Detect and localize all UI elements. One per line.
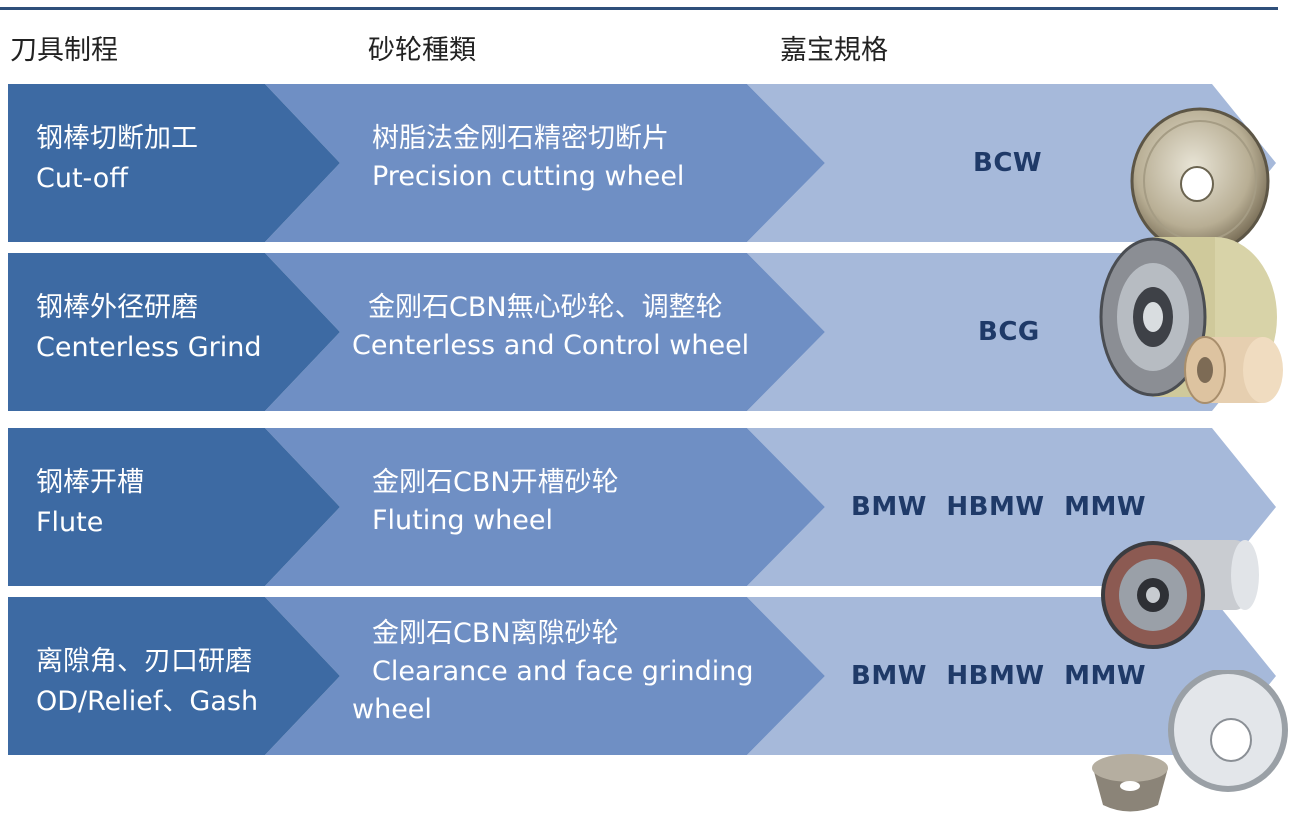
- spec-codes: BMW HBMW MMW: [851, 492, 1147, 522]
- row-arrows: [8, 84, 1276, 242]
- spec-codes: BMW HBMW MMW: [851, 661, 1147, 691]
- row-arrows: [8, 428, 1276, 586]
- process-zh: 钢棒切断加工: [36, 123, 198, 154]
- top-rule: [0, 7, 1278, 10]
- row-arrows: [8, 597, 1276, 755]
- process-arrow: [8, 84, 340, 242]
- wheel-type-en: Clearance and face grinding: [372, 656, 754, 687]
- process-zh: 钢棒开槽: [36, 467, 144, 498]
- wheel-type-zh: 树脂法金刚石精密切断片: [372, 123, 669, 154]
- process-en: Centerless Grind: [36, 332, 262, 363]
- cutoff-wheel-image: [1125, 106, 1275, 256]
- fluting-wheel-image: [1095, 520, 1265, 650]
- process-en: Cut-off: [36, 163, 128, 194]
- wheel-type-arrow: [265, 253, 825, 411]
- wheel-type-arrow: [265, 597, 825, 755]
- centerless-wheel-image: [1095, 237, 1285, 407]
- process-arrow: [8, 253, 340, 411]
- wheel-type-en: Precision cutting wheel: [372, 161, 685, 192]
- wheel-type-zh: 金刚石CBN开槽砂轮: [372, 467, 619, 498]
- wheel-type-arrow: [265, 84, 825, 242]
- wheel-type-en-cont: wheel: [352, 694, 432, 725]
- process-zh: 钢棒外径研磨: [36, 292, 198, 323]
- spec-codes: BCW: [973, 148, 1043, 178]
- header-process: 刀具制程: [10, 35, 118, 66]
- wheel-type-arrow: [265, 428, 825, 586]
- process-row: 钢棒开槽 Flute 金刚石CBN开槽砂轮 Fluting wheel BMW HBMW…: [0, 428, 1290, 586]
- wheel-type-en: Centerless and Control wheel: [352, 330, 750, 361]
- process-row: 离隙角、刃口研磨 OD/Relief、Gash 金刚石CBN离隙砂轮 Clearanc…: [0, 597, 1290, 755]
- process-row: 钢棒切断加工 Cut-off 树脂法金刚石精密切断片 Precision cuttin…: [0, 84, 1290, 242]
- process-en: OD/Relief、Gash: [36, 686, 259, 717]
- wheel-type-zh: 金刚石CBN离隙砂轮: [372, 618, 619, 649]
- wheel-type-zh: 金刚石CBN無心砂轮、调整轮: [368, 292, 723, 323]
- cup-wheel-image: [1088, 668, 1288, 820]
- wheel-type-en: Fluting wheel: [372, 505, 553, 536]
- header-spec: 嘉宝規格: [780, 35, 888, 66]
- spec-codes: BCG: [978, 317, 1040, 347]
- process-zh: 离隙角、刃口研磨: [36, 646, 252, 677]
- header-wheel-type: 砂轮種類: [368, 35, 476, 66]
- process-arrow: [8, 597, 340, 755]
- process-en: Flute: [36, 507, 104, 538]
- process-arrow: [8, 428, 340, 586]
